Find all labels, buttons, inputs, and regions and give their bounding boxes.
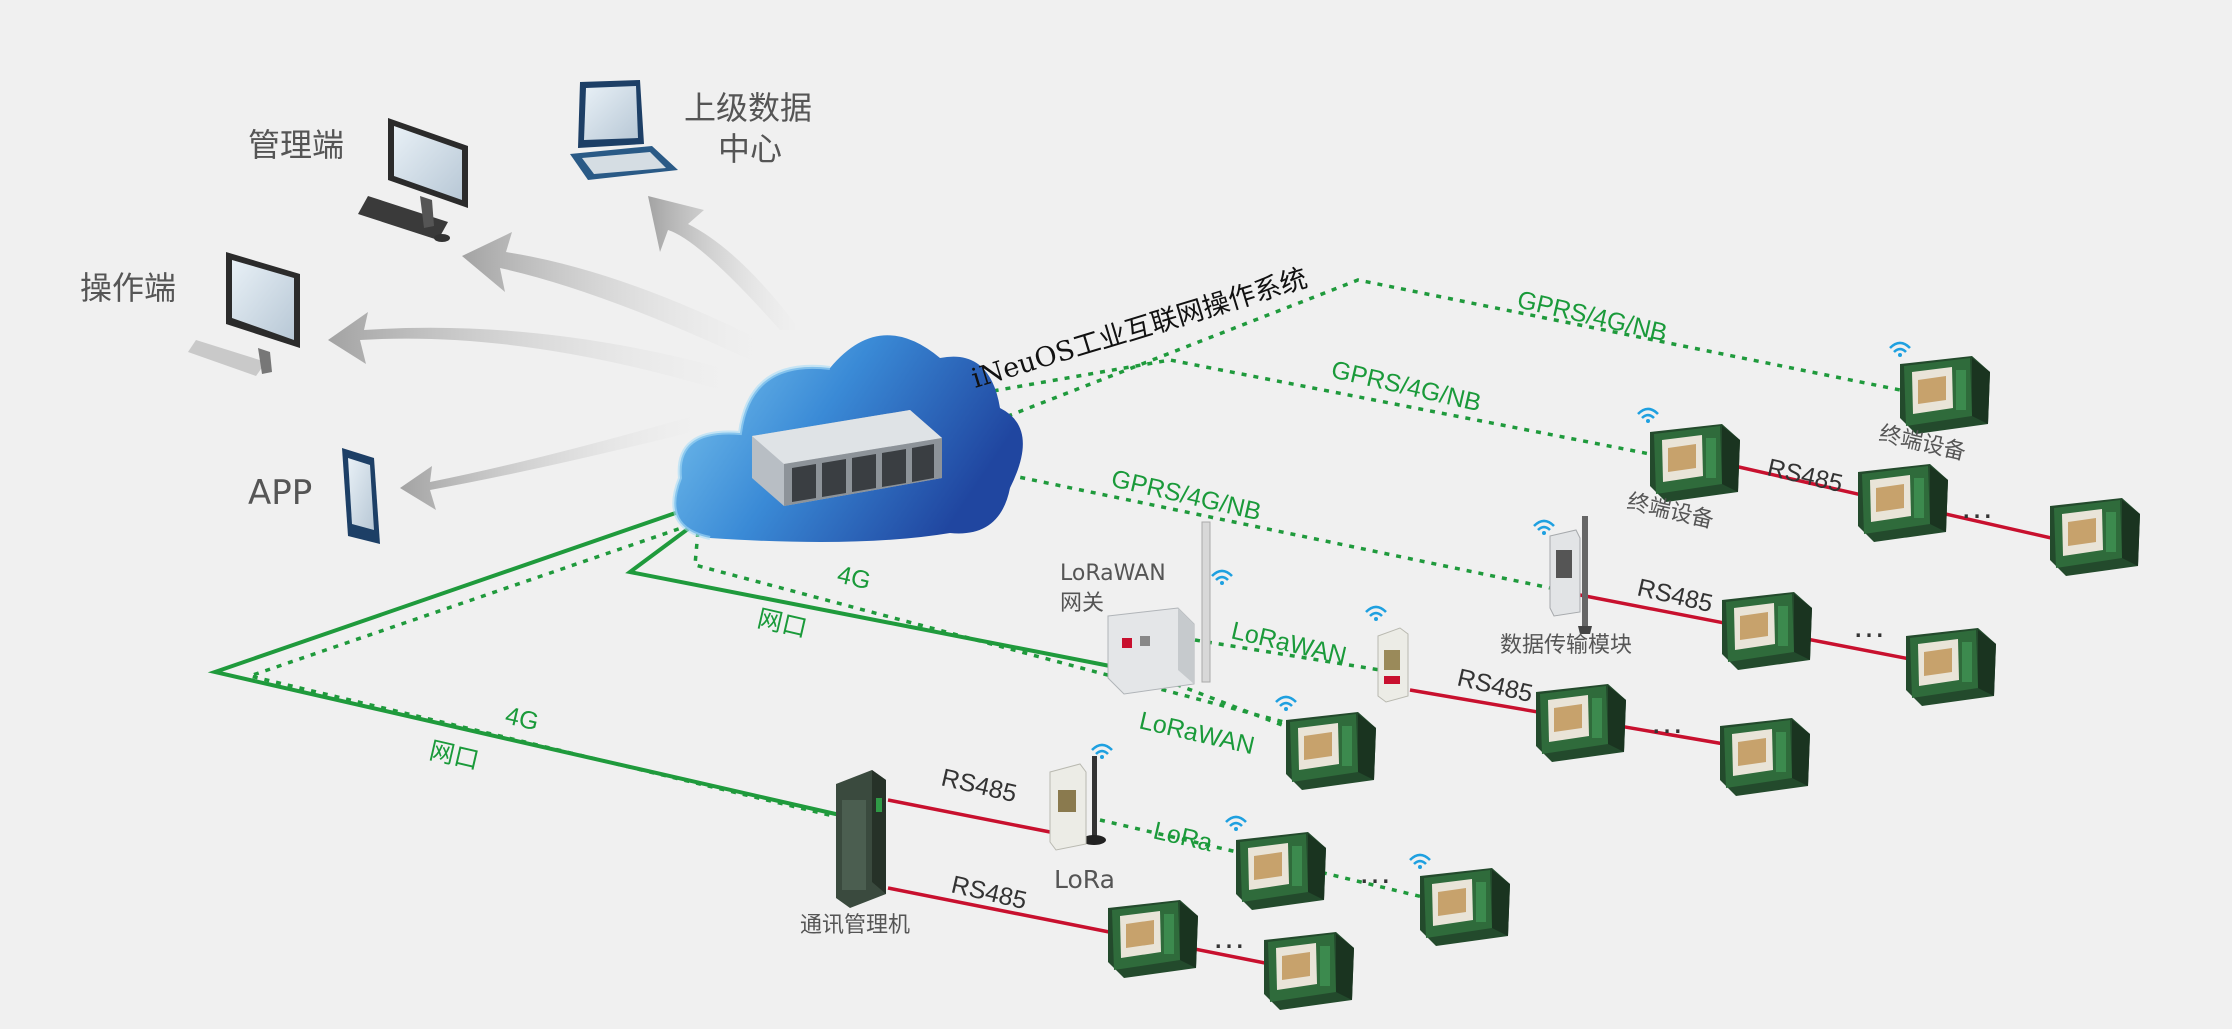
link-4g-label-1: 4G — [835, 561, 874, 596]
comm-manager-label: 通讯管理机 — [800, 913, 910, 938]
ethernet-label-1: 网口 — [755, 605, 810, 644]
terminal-device — [1722, 592, 1812, 670]
lorawan-gateway-label-2: 网关 — [1060, 591, 1104, 616]
lorawan-label-1: LoRaWAN — [1229, 617, 1349, 671]
data-flow-arrows — [328, 196, 800, 510]
rs485-link-5 — [887, 886, 1276, 967]
admin-label: 管理端 — [248, 126, 344, 164]
comm-manager — [836, 770, 886, 908]
rs485-label-4: RS485 — [939, 764, 1020, 808]
terminal-device — [2050, 498, 2140, 576]
terminal-device — [1858, 464, 1948, 542]
lora-link — [1099, 818, 1436, 902]
terminal-devices — [1108, 341, 2140, 1010]
link-4g-label-2: 4G — [503, 702, 542, 737]
terminal-device — [1420, 868, 1510, 946]
terminal-wifi-icon — [1888, 341, 1912, 359]
admin-desktop-icon — [358, 118, 468, 242]
app-label: APP — [248, 473, 312, 513]
terminal-wifi-icon — [1274, 695, 1298, 713]
ellipsis-3: … — [1650, 703, 1684, 741]
operator-label: 操作端 — [80, 269, 176, 307]
terminal-device — [1108, 900, 1198, 978]
datacenter-label-line2: 中心 — [718, 130, 782, 168]
lorawan-gateway — [1107, 521, 1211, 695]
rs485-link-4 — [887, 798, 1051, 834]
lorawan-link-1 — [1194, 638, 1381, 672]
terminal-device — [1236, 832, 1326, 910]
terminal-wifi-icon — [1224, 815, 1248, 833]
app-phone-icon — [342, 448, 380, 544]
terminal-device — [1906, 628, 1996, 706]
terminal-device — [1900, 356, 1990, 434]
dtu-module — [1549, 516, 1592, 634]
terminal-device — [1720, 718, 1810, 796]
lora-module — [1049, 756, 1106, 851]
datacenter-label-line1: 上级数据 — [684, 89, 812, 127]
terminal-device — [1264, 932, 1354, 1010]
ellipsis-2: … — [1852, 607, 1886, 645]
lora-label: LoRa — [1151, 817, 1216, 858]
lorawan-label-2: LoRaWAN — [1137, 707, 1257, 761]
rs485-label-1: RS485 — [1765, 454, 1846, 498]
operator-monitor-icon — [188, 252, 300, 376]
lorawan-node-wifi-icon — [1364, 605, 1388, 623]
lorawan-gateway-wifi-icon — [1210, 569, 1234, 587]
ethernet-link-upper — [625, 518, 1111, 668]
rs485-label-2: RS485 — [1635, 574, 1716, 618]
gprs-link-mid — [969, 358, 1656, 457]
terminal-wifi-icon — [1408, 853, 1432, 871]
gprs-label-3: GPRS/4G/NB — [1109, 465, 1264, 527]
lorawan-gateway-label-1: LoRaWAN — [1060, 561, 1166, 586]
cloud-platform — [672, 335, 1023, 542]
lora-module-label: LoRa — [1054, 865, 1115, 894]
link-4g-upper — [693, 507, 1296, 727]
dtu-label: 数据传输模块 — [1500, 633, 1632, 658]
ethernet-link-lower — [207, 506, 841, 817]
terminal-wifi-icon — [1636, 407, 1660, 425]
network-links — [207, 278, 2061, 967]
gprs-label-1: GPRS/4G/NB — [1515, 286, 1670, 348]
gprs-link-low — [984, 468, 1561, 592]
terminal-device — [1536, 684, 1626, 762]
ellipsis-4: … — [1358, 853, 1392, 891]
dtu-wifi-icon — [1532, 519, 1556, 537]
link-4g-lower — [243, 523, 851, 822]
datacenter-laptop-icon — [570, 80, 678, 180]
ellipsis-5: … — [1212, 918, 1246, 956]
lorawan-node-module — [1377, 627, 1409, 703]
terminal-device — [1650, 424, 1740, 502]
ellipsis-1: … — [1960, 488, 1994, 526]
server-rack — [752, 410, 942, 506]
system-title: iNeuOS工业互联网操作系统 — [968, 263, 1311, 395]
gprs-link-top — [984, 278, 1901, 427]
terminal-device — [1286, 712, 1376, 790]
ethernet-label-2: 网口 — [427, 737, 482, 776]
